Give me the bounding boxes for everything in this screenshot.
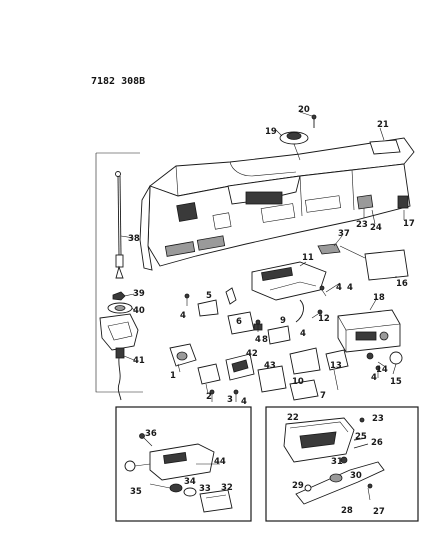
callout-1: 1 (170, 371, 176, 381)
callout-39: 39 (133, 289, 145, 299)
trim-panel (364, 249, 409, 281)
callout-15: 15 (390, 377, 402, 387)
callout-40: 40 (133, 306, 145, 316)
callout-16: 16 (396, 279, 408, 289)
callout-44: 44 (214, 457, 226, 467)
callouts: 1 2 3 4 4 4 4 4 4 4 5 6 7 8 9 10 11 12 1… (128, 105, 415, 517)
antenna-frame (95, 152, 143, 401)
callout-21: 21 (377, 120, 389, 130)
glovebox-detail (265, 406, 419, 522)
callout-23: 23 (372, 414, 384, 424)
callout-8: 8 (262, 335, 268, 345)
speaker (279, 114, 317, 161)
callout-14: 14 (376, 365, 388, 375)
callout-3: 3 (227, 395, 233, 405)
ashtray-detail (115, 406, 252, 522)
callout-12: 12 (318, 314, 330, 324)
callout-4: 4 (371, 373, 377, 383)
callout-4: 4 (180, 311, 186, 321)
callout-29: 29 (292, 481, 304, 491)
callout-41: 41 (133, 356, 145, 366)
callout-34: 34 (184, 477, 196, 487)
defroster-grille (369, 139, 401, 155)
console-bracket (251, 243, 341, 301)
callout-38: 38 (128, 234, 140, 244)
drawing-code: 7182 308B (91, 76, 145, 87)
callout-43: 43 (264, 361, 276, 371)
callout-33: 33 (199, 484, 211, 494)
callout-31: 31 (331, 457, 343, 467)
lower-switches (169, 343, 403, 401)
callout-9: 9 (280, 316, 286, 326)
callout-17: 17 (403, 219, 415, 229)
radio-unit (337, 309, 401, 353)
fasteners (184, 285, 381, 402)
callout-4: 4 (255, 335, 261, 345)
callout-24: 24 (370, 223, 382, 233)
leader-lines (120, 111, 405, 395)
callout-4: 4 (336, 283, 342, 293)
callout-35: 35 (130, 487, 142, 497)
callout-32: 32 (221, 483, 233, 493)
callout-18: 18 (373, 293, 385, 303)
callout-5: 5 (206, 291, 212, 301)
callout-11: 11 (302, 253, 314, 263)
callout-22: 22 (287, 413, 299, 423)
callout-4: 4 (241, 397, 247, 407)
callout-28: 28 (341, 506, 353, 516)
callout-26: 26 (371, 438, 383, 448)
callout-7: 7 (320, 391, 326, 401)
instrument-panel (139, 137, 415, 271)
callout-4: 4 (347, 283, 353, 293)
callout-2: 2 (206, 392, 212, 402)
callout-36: 36 (145, 429, 157, 439)
callout-4: 4 (300, 329, 306, 339)
callout-13: 13 (330, 361, 342, 371)
callout-25: 25 (355, 432, 367, 442)
callout-37: 37 (338, 229, 350, 239)
callout-19: 19 (265, 127, 277, 137)
callout-30: 30 (350, 471, 362, 481)
callout-27: 27 (373, 507, 385, 517)
callout-42: 42 (246, 349, 258, 359)
callout-20: 20 (298, 105, 310, 115)
callout-6: 6 (236, 317, 242, 327)
callout-10: 10 (292, 377, 304, 387)
callout-23: 23 (356, 220, 368, 230)
switches-and-brackets (197, 287, 304, 345)
